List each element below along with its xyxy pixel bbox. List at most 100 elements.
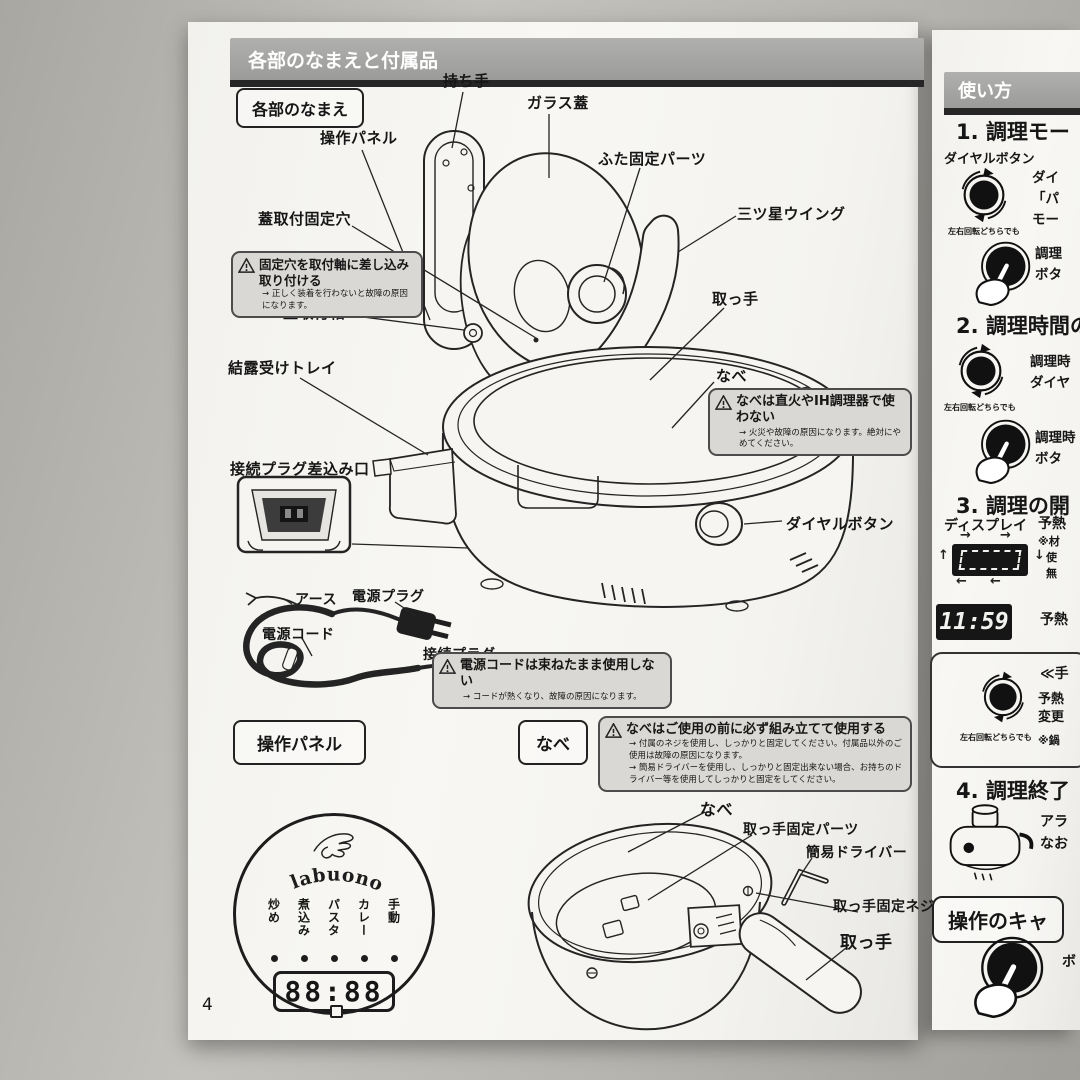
- step2-text2: 調理時 ボタ: [1035, 428, 1076, 470]
- mode-dot: [300, 955, 308, 962]
- warning-icon: [238, 258, 255, 273]
- text-line: 無: [1046, 567, 1057, 581]
- dial-rotate-icon: [961, 167, 1007, 223]
- labuono-text: labuono: [288, 864, 387, 896]
- label-handle: 取っ手: [840, 933, 893, 953]
- cancel-section-label: 操作のキャ: [948, 909, 1048, 933]
- text-line: アラ: [1040, 814, 1068, 830]
- label-power-plug: 電源プラグ: [352, 589, 425, 605]
- label-wing: 三ツ星ウイング: [737, 205, 846, 223]
- text-line: 調理時: [1035, 430, 1076, 446]
- text-line: 使: [1046, 551, 1057, 565]
- left-page-header-bar: 各部のなまえと付属品: [230, 38, 924, 87]
- step2-text1: 調理時 ダイヤ: [1030, 352, 1071, 394]
- warning-cord-title: 電源コードは束ねたまま使用しない: [460, 658, 655, 690]
- section-pot-box: なべ: [518, 720, 588, 765]
- arrow-up-icon: ↑: [938, 548, 949, 563]
- label-pot: なべ: [716, 367, 748, 385]
- display-label: ディスプレイ: [944, 518, 1028, 534]
- box-text-2: 変更: [1038, 710, 1065, 725]
- mode-label: 煮込み: [296, 898, 311, 937]
- mode-curry: カレー: [356, 898, 373, 962]
- dial-press-icon: [975, 241, 1031, 306]
- warning-cord: 電源コードは束ねたまま使用しない → コードが熱くなり、故障の原因になります。: [432, 652, 672, 709]
- mode-dot: [270, 955, 278, 962]
- step4-title: 4. 調理終了: [956, 779, 1070, 803]
- mode-stew: 煮込み: [296, 898, 313, 962]
- mode-dot: [390, 955, 398, 962]
- step1-title: 1. 調理モー: [956, 120, 1070, 144]
- warning-assemble-title: なべはご使用の前に必ず組み立てて使用する: [626, 722, 887, 737]
- display-icon: → → ↑ ↓ ← ←: [938, 528, 1046, 592]
- section-panel-label: 操作パネル: [257, 735, 342, 755]
- dial-button-label: ダイヤルボタン: [944, 152, 1035, 167]
- text-line: 予熱: [1038, 516, 1066, 532]
- cancel-text: ボ: [1062, 954, 1076, 970]
- arrow-left-icon: ←: [956, 574, 967, 589]
- mode-label: 炒め: [266, 898, 281, 924]
- text-line: ボタ: [1035, 450, 1062, 467]
- warning-mount-title: 固定穴を取付軸に差し込み取り付ける: [259, 257, 410, 288]
- right-page-title: 使い方: [958, 81, 1012, 102]
- section-names-label: 各部のなまえ: [252, 100, 349, 119]
- mode-label: パスタ: [326, 898, 341, 937]
- mode-fry: 炒め: [266, 898, 283, 962]
- time-value: 11:59: [939, 609, 1009, 635]
- text-line: モー: [1032, 211, 1059, 228]
- label-driver: 簡易ドライバー: [806, 845, 908, 861]
- section-panel-box: 操作パネル: [233, 720, 366, 765]
- label-control-panel: 操作パネル: [320, 129, 398, 147]
- warning-assemble: なべはご使用の前に必ず組み立てて使用する → 付属のネジを使用し、しっかりと固定…: [598, 716, 912, 793]
- arrow-right-icon: →: [960, 528, 971, 543]
- box-text-3: ※鍋: [1038, 734, 1060, 747]
- hand-logo-icon: [313, 833, 354, 859]
- box-text-1: 予熱: [1038, 692, 1065, 707]
- label-glass-lid: ガラス蓋: [527, 94, 589, 112]
- label-earth: アース: [295, 592, 337, 608]
- manual-change-box: 左右回転どちらでも ≪手 予熱 変更 ※鍋: [930, 652, 1080, 768]
- step3-time-text: 予熱: [1040, 612, 1068, 628]
- step3-title: 3. 調理の開: [956, 494, 1070, 518]
- right-page-header-bar: 使い方: [944, 72, 1080, 115]
- step2-title: 2. 調理時間の: [956, 314, 1080, 338]
- rotate-caption: 左右回転どちらでも: [948, 227, 1020, 236]
- dial-press-icon: [974, 936, 1044, 1018]
- text-line: 調理: [1035, 246, 1062, 262]
- warning-cord-note: → コードが熱くなり、故障の原因になります。: [463, 691, 642, 702]
- label-handle-screw: 取っ手固定ネジ: [833, 899, 935, 915]
- text-line: なお: [1040, 835, 1068, 852]
- mode-label: カレー: [356, 898, 371, 937]
- step4-text: アラ なお: [1040, 812, 1068, 855]
- warning-pot-fire: なべは直火やIH調理器で使わない → 火災や故障の原因になります。絶対にやめてく…: [708, 388, 912, 457]
- label-handle-top: 持ち手: [443, 72, 490, 90]
- warning-icon: [439, 659, 456, 674]
- display-screen: [952, 544, 1028, 576]
- warning-assemble-note1: → 付属のネジを使用し、しっかりと固定してください。付属品以外のご使用は故障の原…: [629, 739, 902, 761]
- warning-assemble-note2: → 簡易ドライバーを使用し、しっかりと固定出来ない場合、お持ちのドライバー等を使…: [629, 763, 903, 785]
- mode-dot: [360, 955, 368, 962]
- label-handle-hook: 取っ手: [712, 290, 759, 308]
- arrow-right-icon: →: [1000, 528, 1011, 543]
- cooker-icon: [949, 804, 1034, 881]
- dial-rotate-icon: [958, 343, 1004, 399]
- warning-mount: 固定穴を取付軸に差し込み取り付ける → 正しく装着を行わないと故障の原因になりま…: [231, 251, 423, 319]
- label-power-cord: 電源コード: [262, 627, 335, 643]
- rotate-caption: 左右回転どちらでも: [960, 733, 1032, 742]
- warning-pot-fire-note: → 火災や故障の原因になります。絶対にやめてください。: [739, 427, 901, 449]
- section-pot-label: なべ: [536, 735, 570, 755]
- label-handle-fix-parts: 取っ手固定パーツ: [743, 822, 859, 838]
- time-display: 11:59: [936, 604, 1012, 640]
- mode-dot: [330, 955, 338, 962]
- warning-mount-note: → 正しく装着を行わないと故障の原因になります。: [262, 289, 408, 311]
- label-pot-2: なべ: [700, 800, 734, 819]
- label-drip-tray: 結露受けトレイ: [228, 359, 337, 377]
- step3-text1: 予熱 ※材 使 無: [1038, 514, 1066, 582]
- dial-rotate-icon: [982, 671, 1024, 723]
- arrow-down-icon: ↓: [1034, 548, 1045, 563]
- text-line: ダイヤ: [1030, 374, 1071, 391]
- rotate-caption: 左右回転どちらでも: [944, 403, 1016, 412]
- step1-text2: 調理 ボタ: [1035, 244, 1062, 286]
- section-names-box: 各部のなまえ: [236, 88, 365, 128]
- mode-manual: 手動: [386, 898, 403, 962]
